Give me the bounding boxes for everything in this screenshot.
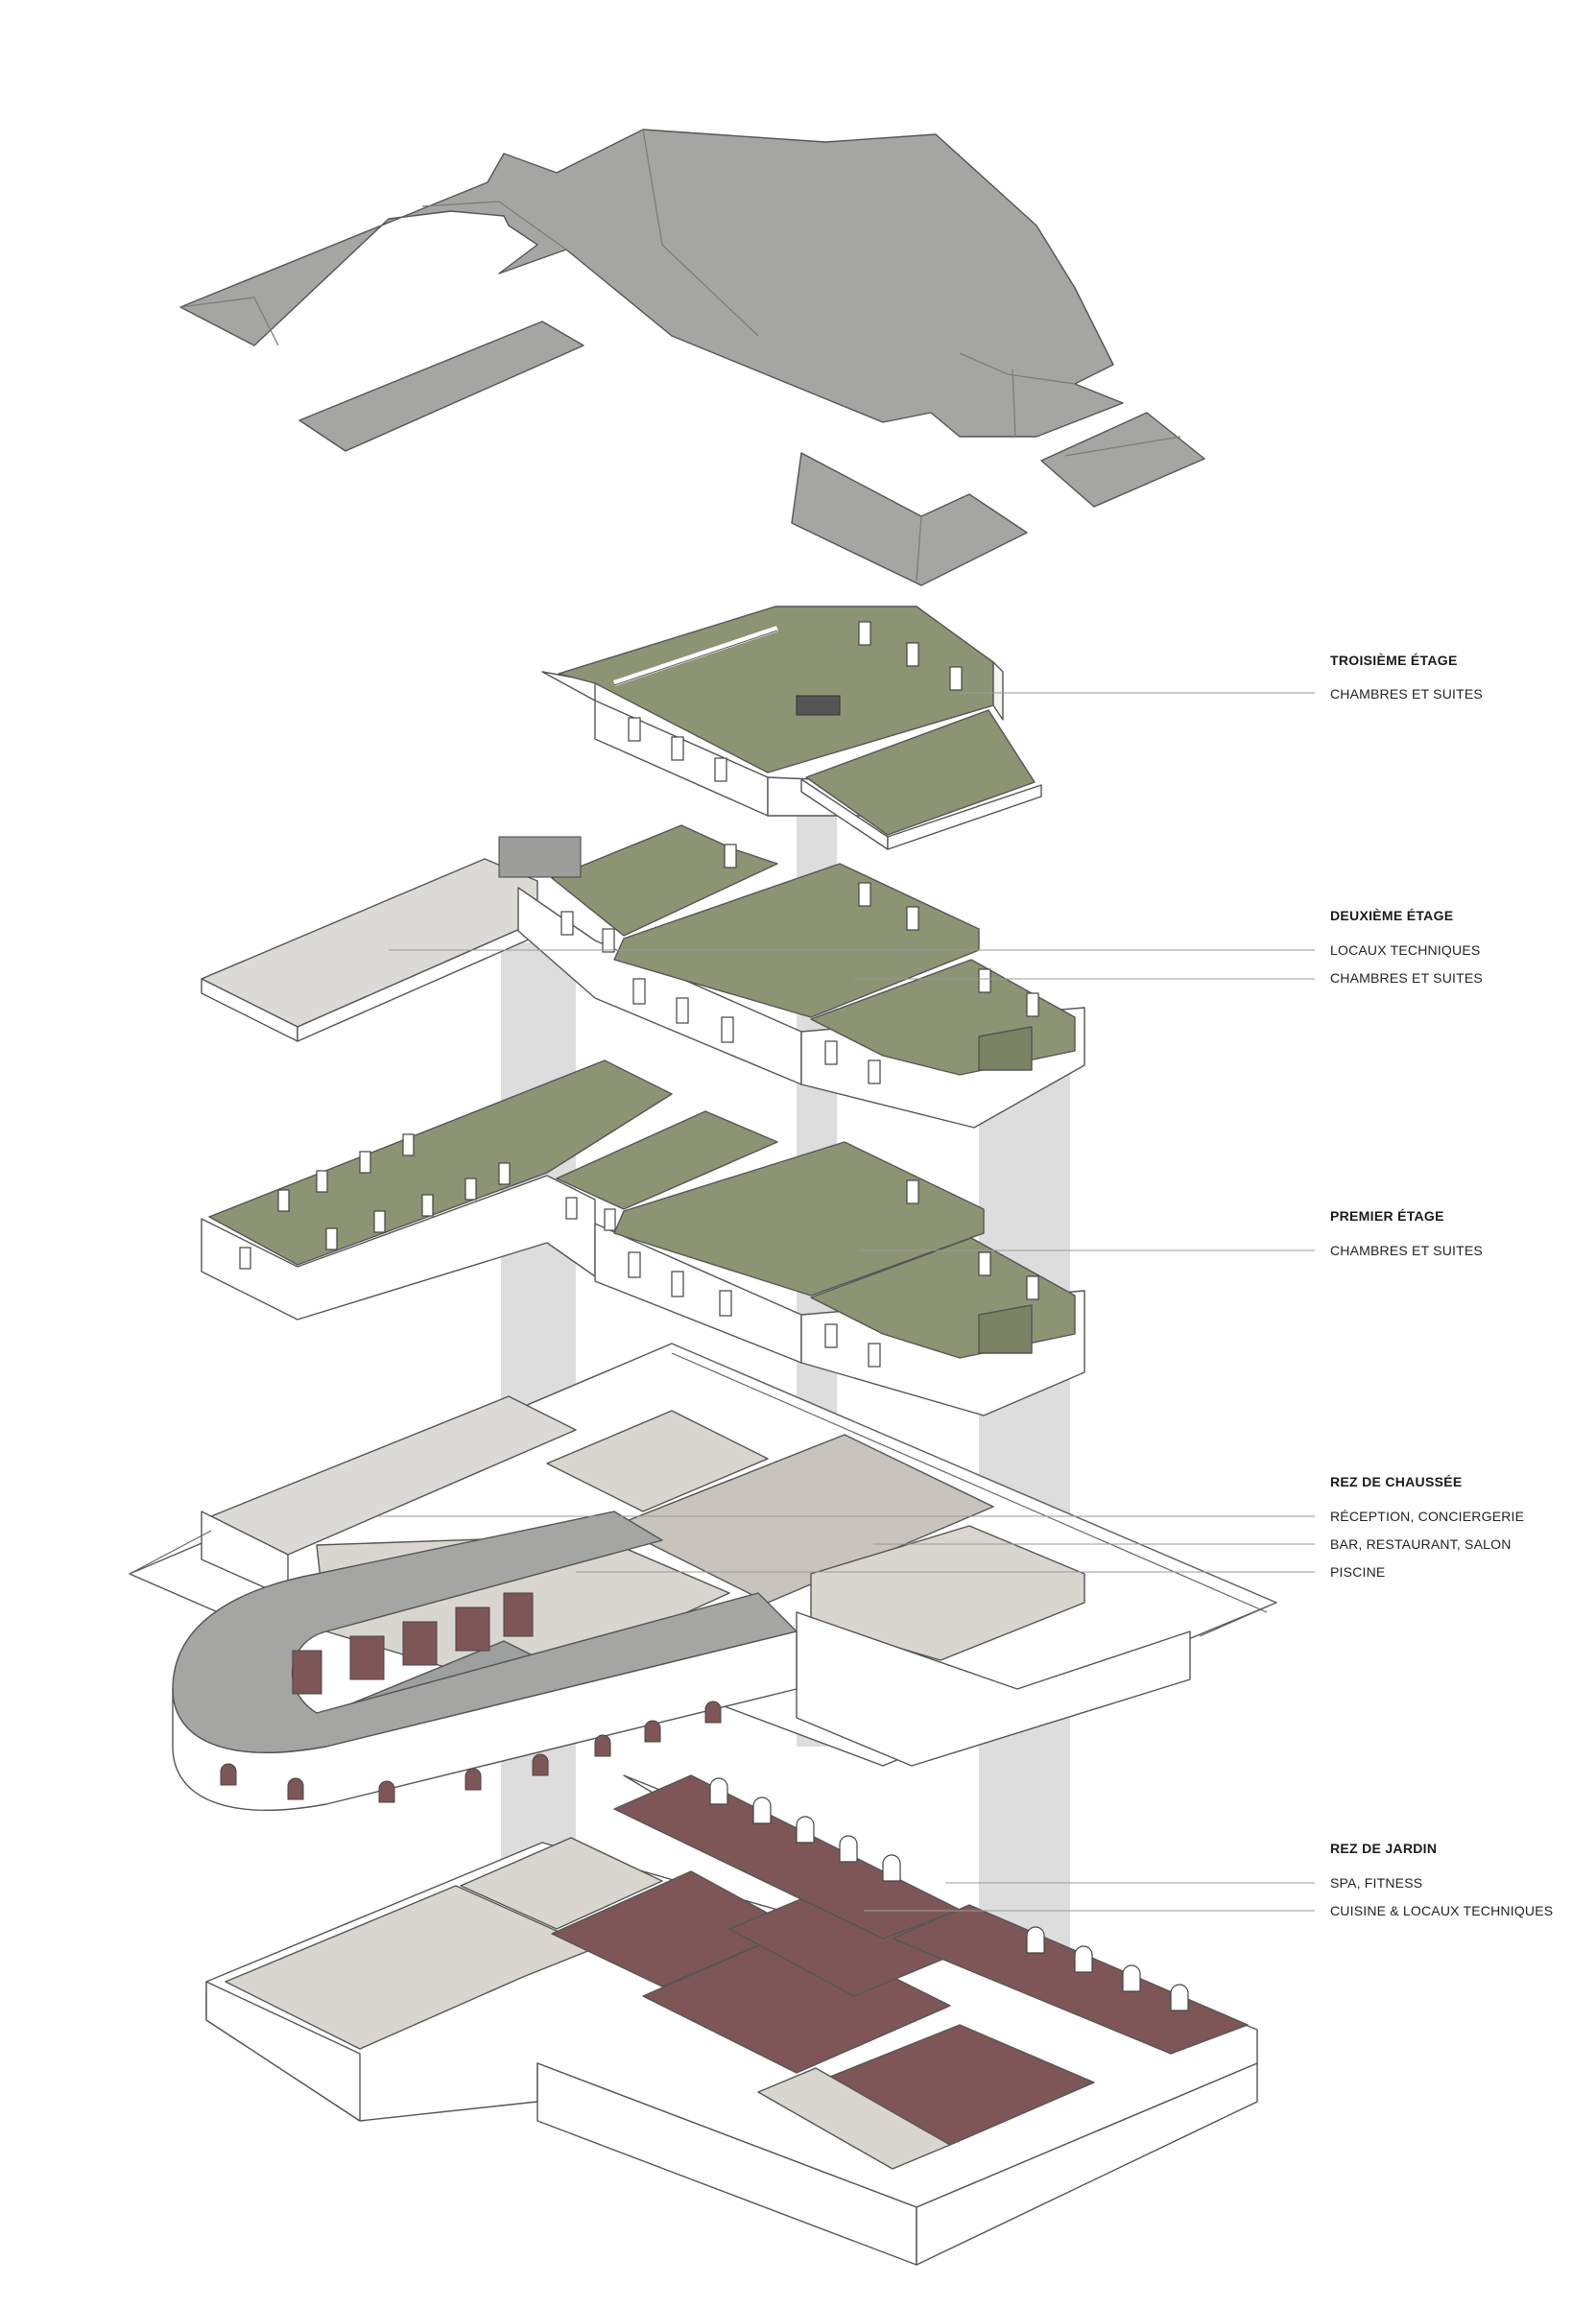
rdc-maroon-arches <box>220 1592 722 1803</box>
rdj-west-room <box>225 1885 596 2050</box>
t2-slab-north <box>551 824 778 937</box>
t2-windows <box>560 844 1039 1084</box>
legend-deuxieme-item-1: LOCAUX TECHNIQUES <box>1330 942 1481 958</box>
roof-ridge-5 <box>1012 369 1016 438</box>
rdj-spa-arcade-2 <box>892 1904 1249 2055</box>
rdc-balustrade <box>129 1343 1277 1637</box>
roof-ridge-4 <box>959 352 1076 385</box>
roof-annex-south <box>791 452 1028 586</box>
roof-main <box>179 129 1124 438</box>
floor-troisieme <box>541 606 1042 850</box>
t2-slab-east-dark <box>978 1026 1033 1071</box>
legend-rdj-item-2: CUISINE & LOCAUX TECHNIQUES <box>1330 1903 1554 1918</box>
legend-rdc-item-3: PISCINE <box>1330 1564 1386 1580</box>
roof-ridge-annex <box>1064 436 1181 457</box>
t3-south-slab <box>805 709 1036 836</box>
rdc-curved-arcade-wall <box>172 1630 798 1811</box>
floor-rez-de-chaussee <box>129 1343 1277 1811</box>
t2-elevator-box <box>498 836 582 878</box>
t1-west-wing-slab <box>208 1059 673 1266</box>
t3-inner-wall <box>613 626 778 686</box>
leader-lines <box>379 692 1315 1912</box>
legend-rdc-item-2: BAR, RESTAURANT, SALON <box>1330 1536 1512 1552</box>
floor-rez-de-jardin <box>205 1774 1258 2266</box>
rdc-east-block-wall <box>796 1611 1191 1767</box>
rdj-base-walls-4 <box>205 1981 361 2122</box>
legend-premier-title: PREMIER ÉTAGE <box>1330 1208 1444 1224</box>
roof-ridge-3 <box>642 129 759 337</box>
t3-south-wall-2 <box>887 784 1042 850</box>
t3-east-wall <box>992 661 1004 721</box>
floor-premier <box>201 1059 1085 1416</box>
rdj-base-walls-3 <box>916 2062 1258 2266</box>
rdj-arches <box>709 1777 1189 2011</box>
legend-deuxieme-item-2: CHAMBRES ET SUITES <box>1330 970 1483 986</box>
legend-premier-item-1: CHAMBRES ET SUITES <box>1330 1243 1483 1258</box>
t1-slab-main <box>613 1141 985 1297</box>
t3-inner-wall-b <box>613 630 778 686</box>
legend-rdc-title: REZ DE CHAUSSÉE <box>1330 1474 1463 1489</box>
roof-ridge-south <box>916 515 922 582</box>
legend-troisieme-title: TROISIÈME ÉTAGE <box>1330 653 1458 668</box>
roof-ridge-1 <box>179 297 279 346</box>
t1-slab-east-dark <box>978 1304 1033 1354</box>
roof-layer <box>179 129 1205 586</box>
legend-rdj-item-1: SPA, FITNESS <box>1330 1875 1423 1891</box>
rdj-cuisine-2 <box>642 1928 951 2074</box>
t1-windows <box>239 1133 1039 1368</box>
rdc-reception <box>546 1410 769 1512</box>
rdc-bar-restaurant <box>613 1434 994 1604</box>
legend-rdj-title: REZ DE JARDIN <box>1330 1841 1438 1856</box>
legend-rdc-item-1: RÉCEPTION, CONCIERGERIE <box>1330 1509 1525 1524</box>
roof-strip-west <box>298 321 584 452</box>
t3-windows <box>628 621 963 782</box>
t3-tech-box <box>796 695 841 716</box>
rdj-south-room <box>757 2067 951 2170</box>
rdj-mid-room <box>460 1837 663 1930</box>
roof-annex-east <box>1040 412 1205 508</box>
legend-troisieme-item-1: CHAMBRES ET SUITES <box>1330 686 1483 702</box>
legend-deuxieme-title: DEUXIÈME ÉTAGE <box>1330 908 1454 923</box>
roof-ridge-2 <box>421 201 567 250</box>
t1-slab-mid <box>556 1110 778 1210</box>
